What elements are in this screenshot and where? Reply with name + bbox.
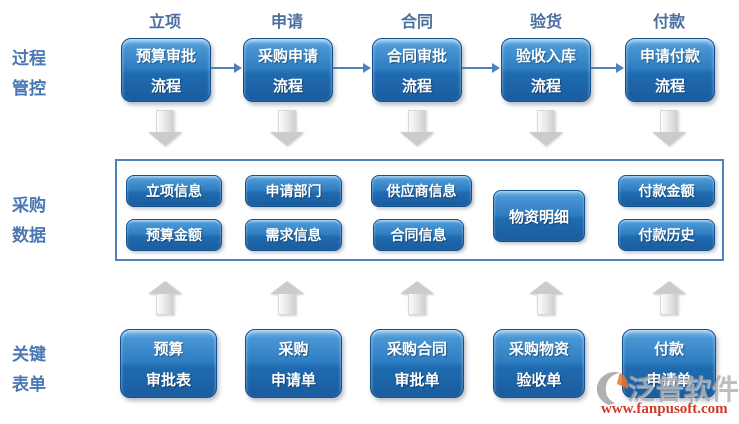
process-box-line: 采购申请 [257,47,318,65]
row-label-key-forms: 关键 表单 [12,340,46,400]
row-label-line: 管控 [12,79,46,98]
down-arrow-icon [270,110,304,146]
up-arrow-icon [652,281,686,315]
process-box: 合同审批 流程 [372,38,462,102]
process-box-line: 流程 [150,77,181,95]
right-arrow-icon [333,62,371,74]
process-box-line: 合同审批 [386,47,447,65]
process-box: 验收入库 流程 [501,38,591,102]
row-label-line: 采购 [12,196,46,215]
row-label-line: 过程 [12,49,46,68]
process-box: 预算审批 流程 [121,38,211,102]
process-box-line: 验收入库 [515,47,576,65]
down-arrow-icon [400,110,434,146]
process-box: 申请付款 流程 [625,38,715,102]
form-box-line: 预算 [153,340,184,358]
form-box-line: 采购物资 [508,340,569,358]
data-box: 申请部门 [245,175,342,207]
form-box-line: 验收单 [516,371,562,389]
down-arrow-icon [148,110,182,146]
form-box: 付款 申请单 [622,329,716,398]
process-box-line: 预算审批 [135,47,196,65]
form-box-line: 申请单 [270,371,316,389]
data-box: 立项信息 [126,175,222,207]
form-box: 采购合同 审批单 [370,329,464,398]
watermark-url: www.fanpusoft.com [601,401,728,417]
stage-header-yanhuo: 验货 [529,14,562,31]
data-box: 物资明细 [493,190,585,242]
data-box: 合同信息 [373,219,464,251]
stage-header-lixiang: 立项 [148,14,181,31]
data-box: 需求信息 [245,219,342,251]
up-arrow-icon [400,281,434,315]
process-box: 采购申请 流程 [243,38,333,102]
data-box: 供应商信息 [371,175,472,207]
up-arrow-icon [270,281,304,315]
row-label-procurement-data: 采购 数据 [12,191,46,251]
process-box-line: 流程 [530,77,561,95]
data-box: 付款金额 [618,175,715,207]
data-box: 预算金额 [126,219,222,251]
form-box-line: 采购合同 [386,340,447,358]
stage-header-shenqing: 申请 [270,14,303,31]
form-box-line: 审批表 [145,371,191,389]
form-box-line: 采购 [278,340,309,358]
row-label-line: 表单 [12,375,46,394]
stage-header-hetong: 合同 [400,14,433,31]
down-arrow-icon [652,110,686,146]
form-box: 预算 审批表 [120,329,217,398]
form-box-line: 审批单 [394,371,440,389]
process-box-line: 流程 [654,77,685,95]
right-arrow-icon [591,62,624,74]
watermark-logo-icon [596,371,628,405]
up-arrow-icon [529,281,563,315]
up-arrow-icon [148,281,182,315]
stage-header-fukuan: 付款 [652,14,685,31]
process-box-line: 流程 [272,77,303,95]
form-box-line: 付款 [653,340,684,358]
down-arrow-icon [529,110,563,146]
row-label-line: 数据 [12,226,46,245]
data-box: 付款历史 [618,219,715,251]
process-box-line: 申请付款 [639,47,700,65]
right-arrow-icon [211,62,242,74]
process-box-line: 流程 [401,77,432,95]
form-box: 采购物资 验收单 [493,329,585,398]
watermark-brand: 泛普软件 [627,374,739,405]
row-label-line: 关键 [12,345,46,364]
right-arrow-icon [462,62,500,74]
watermark: 泛普软件 www.fanpusoft.com [594,366,739,420]
row-label-process-control: 过程 管控 [12,44,46,104]
form-box-line: 申请单 [646,371,692,389]
form-box: 采购 申请单 [245,329,342,398]
